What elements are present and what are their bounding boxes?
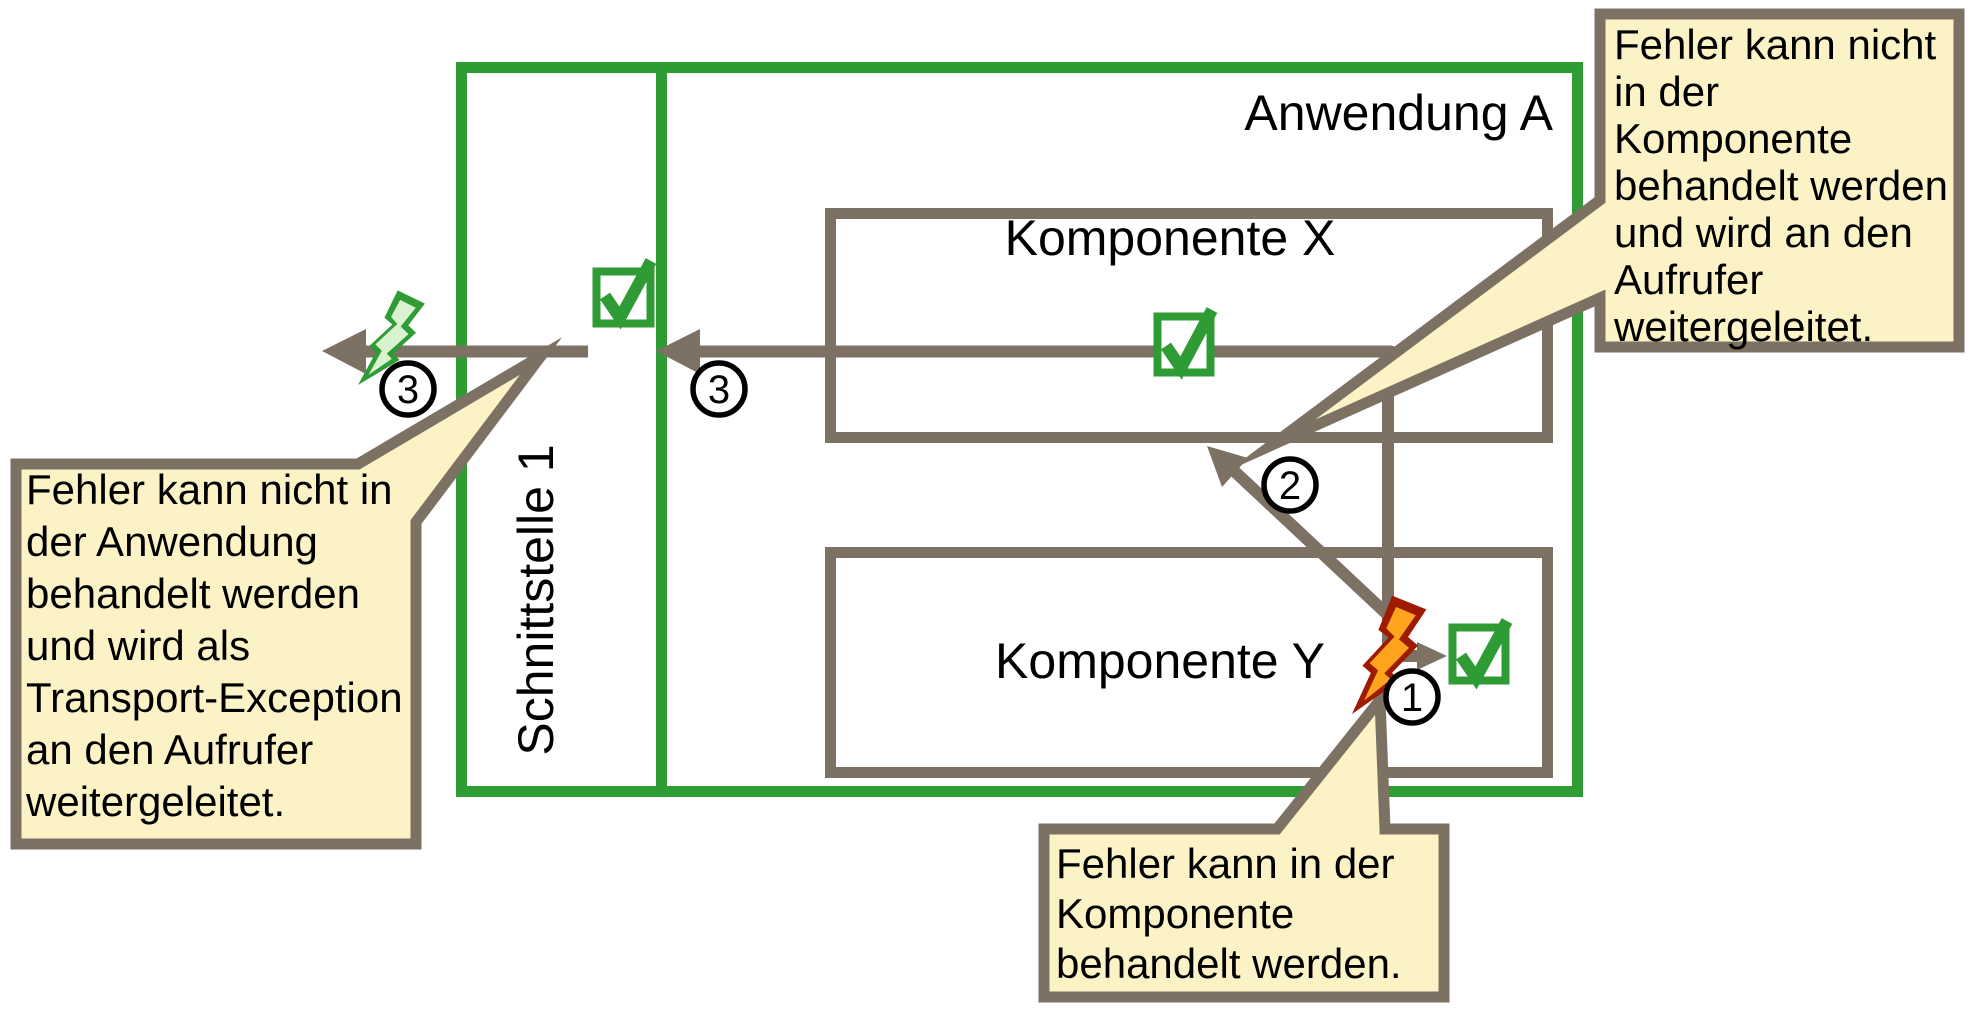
step-2-circle (1261, 456, 1319, 514)
checkbox-checked-icon-component-x (1153, 307, 1218, 380)
callout-error-handled-line: Komponente (1056, 890, 1294, 937)
callout-error-handled-line: Fehler kann in der (1056, 840, 1395, 887)
forward-arrow-y-to-x (1227, 464, 1394, 621)
error-bolt-icon (1352, 595, 1427, 714)
step-2-number: 2 (1279, 464, 1301, 508)
callout-component-error-line: in der (1614, 68, 1719, 115)
callout-error-handled: Fehler kann in der Komponente behandelt … (1038, 685, 1450, 1003)
step-1-number: 1 (1401, 676, 1423, 720)
step-3-badge-outer: 3 (379, 360, 437, 418)
callout-application-error-line: weitergeleitet. (25, 778, 285, 825)
callout-application-error-line: und wird als (26, 622, 250, 669)
step-1-circle (1383, 668, 1441, 726)
callout-component-error: Fehler kann nicht in der Komponente beha… (1228, 8, 1965, 471)
component-y-label: Komponente Y (995, 633, 1325, 689)
callout-error-handled-bubble (1038, 685, 1450, 1003)
step-3-outer-number: 3 (397, 368, 419, 412)
callout-component-error-line: behandelt werden (1614, 162, 1948, 209)
checkbox-checked-icon-component-y (1448, 618, 1513, 690)
transport-error-bolt-icon (358, 290, 425, 385)
callout-component-error-line: Fehler kann nicht (1614, 21, 1937, 68)
callout-component-error-line: Aufrufer (1614, 256, 1763, 303)
callout-component-error-bubble (1228, 8, 1965, 471)
step-3-badge-inner: 3 (690, 360, 748, 418)
component-y-box (825, 547, 1553, 778)
return-arrow-x-head (656, 329, 700, 374)
step-3-inner-number: 3 (708, 368, 730, 412)
component-x-label: Komponente X (1005, 210, 1336, 266)
interface-label: Schnittstelle 1 (508, 444, 564, 755)
callout-application-error-line: an den Aufrufer (26, 726, 313, 773)
step-2-badge: 2 (1261, 456, 1319, 514)
step-1-badge: 1 (1383, 668, 1441, 726)
step-3-outer-circle (379, 360, 437, 418)
application-a-label: Anwendung A (1244, 85, 1553, 141)
callout-error-handled-line: behandelt werden. (1056, 940, 1402, 987)
checkbox-checked-icon-interface (592, 258, 657, 330)
forward-arrow-y-to-x-head (1207, 446, 1248, 487)
handled-arrow-head (1417, 642, 1447, 670)
callout-application-error-line: Transport-Exception (26, 674, 403, 721)
callout-application-error-bubble (10, 337, 563, 850)
step-3-inner-circle (690, 360, 748, 418)
callout-application-error: Fehler kann nicht in der Anwendung behan… (10, 337, 563, 850)
callout-component-error-line: Komponente (1614, 115, 1852, 162)
callout-component-error-line: und wird an den (1614, 209, 1913, 256)
callout-application-error-line: Fehler kann nicht in (26, 466, 393, 513)
callout-application-error-line: behandelt werden (26, 570, 360, 617)
return-arrow-out-head (322, 329, 366, 374)
callout-application-error-line: der Anwendung (26, 518, 318, 565)
callout-component-error-line: weitergeleitet. (1613, 303, 1873, 350)
